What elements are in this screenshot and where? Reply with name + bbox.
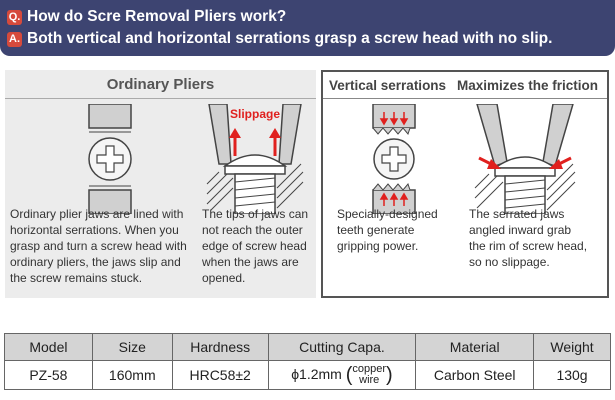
- header-model: Model: [4, 333, 93, 361]
- spec-header-row: Model Size Hardness Cutting Capa. Materi…: [4, 333, 611, 361]
- vertical-serrations-illustration: [372, 104, 416, 214]
- cell-model: PZ-58: [4, 360, 93, 390]
- cell-hardness: HRC58±2: [171, 360, 269, 390]
- ordinary-caption-left: Ordinary plier jaws are lined with horiz…: [10, 207, 187, 285]
- q-badge: Q.: [7, 10, 22, 25]
- right-title-divider: [323, 98, 607, 99]
- serrations-panel: Vertical serrations Maximizes the fricti…: [321, 70, 609, 298]
- cell-weight: 130g: [533, 360, 611, 390]
- ordinary-jaws-illustration: [88, 104, 132, 214]
- ordinary-pliers-panel: Ordinary Pliers: [5, 70, 316, 298]
- answer-text: Both vertical and horizontal serrations …: [27, 30, 553, 47]
- qa-header: Q. How do Scre Removal Pliers work? A. Bot…: [0, 0, 615, 56]
- maximizes-friction-title: Maximizes the friction: [457, 78, 599, 93]
- answer-line: A. Both vertical and horizontal serration…: [7, 30, 552, 48]
- a-badge: A.: [7, 32, 22, 47]
- cell-material: Carbon Steel: [415, 360, 535, 390]
- ordinary-caption-right: The tips of jaws can not reach the outer…: [202, 207, 309, 285]
- question-line: Q. How do Scre Removal Pliers work?: [7, 8, 286, 26]
- cutting-value: ϕ1.2mm: [291, 365, 342, 382]
- vertical-serrations-title: Vertical serrations: [329, 78, 447, 93]
- cell-size: 160mm: [91, 360, 173, 390]
- vertical-caption: Specially-designed teeth generate grippi…: [337, 207, 438, 253]
- title-divider: [5, 98, 316, 99]
- friction-illustration: [474, 104, 576, 214]
- cutting-paren-close: ): [386, 363, 393, 386]
- header-hardness: Hardness: [171, 333, 269, 361]
- cutting-paren-open: (: [345, 363, 353, 386]
- header-material: Material: [415, 333, 535, 361]
- friction-caption: The serrated jaws angled inward grab the…: [469, 207, 588, 269]
- header-weight: Weight: [533, 333, 611, 361]
- question-text: How do Scre Removal Pliers work?: [27, 8, 287, 25]
- header-cutting-capa: Cutting Capa.: [267, 333, 417, 361]
- ordinary-pliers-title: Ordinary Pliers: [106, 76, 215, 93]
- spec-table: Model Size Hardness Cutting Capa. Materi…: [4, 333, 611, 390]
- slippage-illustration: Slippage: [206, 104, 304, 214]
- slippage-label: Slippage: [230, 107, 280, 121]
- header-size: Size: [91, 333, 173, 361]
